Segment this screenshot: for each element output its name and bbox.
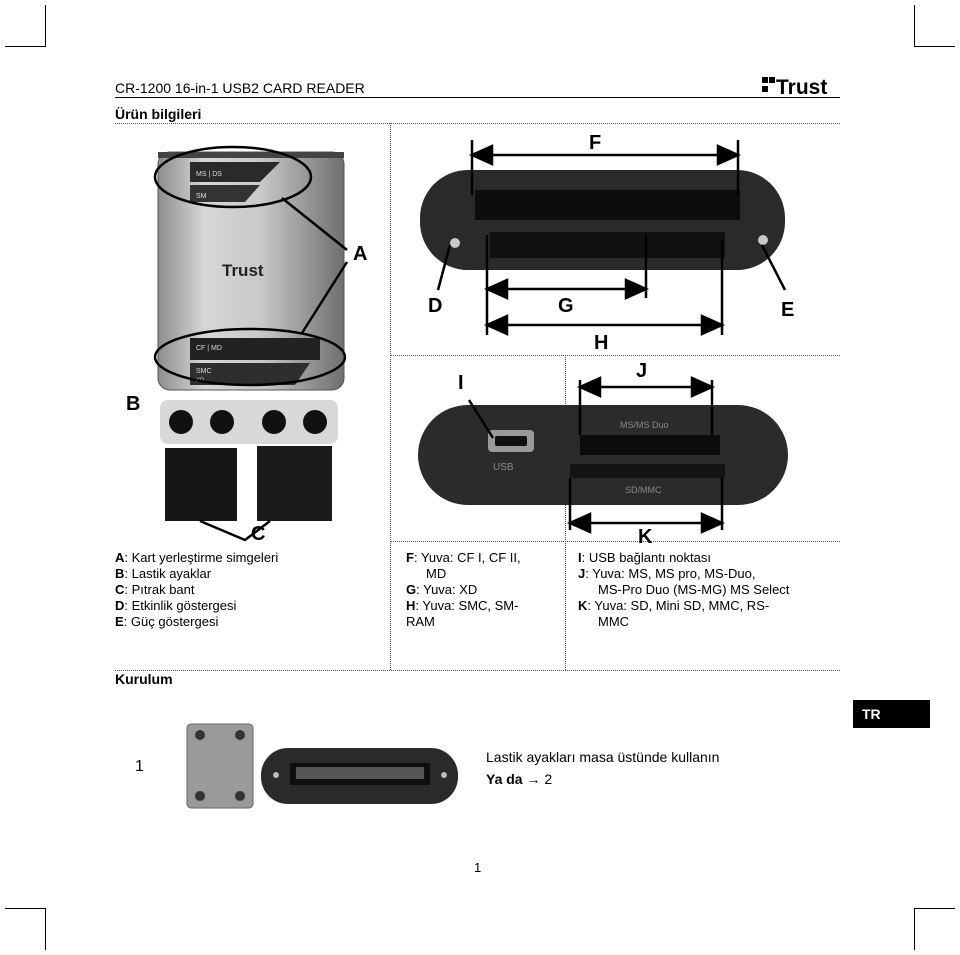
legend-item: D: Etkinlik göstergesi — [115, 598, 237, 613]
crop-mark — [914, 5, 915, 47]
step-line-1: Lastik ayakları masa üstünde kullanın — [486, 749, 720, 765]
crop-mark — [5, 908, 46, 909]
label-e: E — [781, 299, 795, 321]
header-divider — [115, 97, 840, 98]
sd-slot-label: SD/MMC — [625, 485, 662, 495]
legend-middle: F: Yuva: CF I, CF II, MD G: Yuva: XD H: … — [406, 550, 521, 630]
legend-item: C: Pıtrak bant — [115, 582, 195, 597]
usb-port-label: USB — [493, 462, 514, 473]
step-number: 1 — [135, 758, 144, 775]
legend-item: K: Yuva: SD, Mini SD, MMC, RS- — [578, 598, 770, 613]
or-label: Ya da — [486, 771, 523, 787]
legend-right: I: USB bağlantı noktası J: Yuva: MS, MS … — [578, 550, 789, 630]
arrow-right-icon: → — [526, 771, 541, 787]
velcro-pads — [165, 446, 332, 542]
crop-mark — [914, 46, 955, 47]
label-g: G — [558, 295, 574, 317]
legend-item: I: USB bağlantı noktası — [578, 550, 711, 565]
section-divider — [115, 123, 840, 124]
grid-divider — [115, 670, 840, 671]
trust-logo-text: Trust — [776, 76, 827, 99]
step-reference: 2 — [544, 771, 553, 787]
label-h: H — [594, 332, 609, 354]
crop-mark — [914, 908, 915, 950]
step-photo-front — [261, 748, 458, 804]
rubber-feet — [160, 400, 338, 444]
step-photo-back — [186, 723, 254, 809]
legend-left: A: Kart yerleştirme simgeleri B: Lastik … — [115, 550, 278, 630]
step-instructions: Lastik ayakları masa üstünde kullanın Ya… — [486, 746, 719, 790]
ms-slot-label: MS/MS Duo — [620, 420, 669, 430]
label-a: A — [353, 243, 368, 265]
crop-mark — [914, 908, 955, 909]
legend-item-continued: MS-Pro Duo (MS-MG) MS Select — [598, 582, 790, 597]
device-logo-text: Trust — [222, 261, 264, 280]
section-title-installation: Kurulum — [115, 671, 173, 687]
smc-slot-label: SMC — [196, 368, 212, 375]
label-j: J — [636, 360, 648, 382]
legend-item: J: Yuva: MS, MS pro, MS-Duo, — [578, 566, 756, 581]
crop-mark — [45, 908, 46, 950]
sm-slot-label: SM — [196, 193, 207, 200]
top-slot-label: MS | DS — [196, 171, 222, 178]
grid-divider — [390, 541, 840, 542]
grid-divider — [390, 123, 391, 670]
label-b: B — [126, 393, 141, 415]
crop-mark — [45, 5, 46, 47]
legend-item: H: Yuva: SMC, SM- — [406, 598, 519, 613]
label-c: C — [251, 523, 266, 545]
grid-divider — [565, 355, 566, 670]
legend-item: E: Güç göstergesi — [115, 614, 219, 629]
document-title: CR-1200 16-in-1 USB2 CARD READER — [115, 80, 365, 96]
crop-mark — [5, 46, 46, 47]
grid-divider — [390, 355, 840, 356]
legend-item-continued: RAM — [406, 614, 435, 629]
step-line-2: Ya da → 2 — [486, 768, 719, 790]
label-f: F — [589, 132, 602, 154]
page-number: 1 — [474, 860, 482, 875]
legend-item-continued: MMC — [598, 614, 630, 629]
section-title-product-info: Ürün bilgileri — [115, 106, 202, 122]
trust-logo: Trust — [762, 76, 827, 99]
legend-item: G: Yuva: XD — [406, 582, 478, 597]
label-k: K — [638, 526, 653, 548]
legend-item: F: Yuva: CF I, CF II, — [406, 550, 521, 565]
label-d: D — [428, 295, 443, 317]
legend-item: A: Kart yerleştirme simgeleri — [115, 550, 279, 565]
label-i: I — [458, 372, 464, 394]
slot-end-view-cf — [420, 170, 785, 270]
legend-item-continued: MD — [426, 566, 447, 581]
legend-item: B: Lastik ayaklar — [115, 566, 212, 581]
slot-end-view-usb: USB MS/MS Duo SD/MMC — [418, 405, 788, 505]
cf-slot-label: CF | MD — [196, 345, 222, 352]
language-badge: TR — [853, 700, 930, 728]
